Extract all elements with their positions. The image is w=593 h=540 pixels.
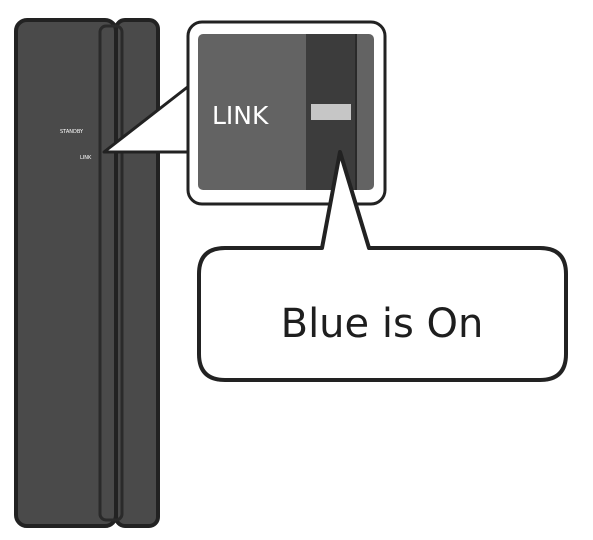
callout-shape — [197, 150, 568, 382]
zoom-panel: LINK — [186, 20, 387, 206]
standby-indicator-label: STANDBY — [60, 129, 84, 135]
callout-text: Blue is On — [281, 301, 484, 347]
link-led — [311, 104, 351, 120]
callout-bubble: Blue is On — [197, 150, 568, 382]
zoom-link-label: LINK — [212, 101, 269, 130]
device: STANDBY LINK — [14, 18, 160, 528]
device-inner-outline — [98, 24, 124, 522]
link-indicator-label: LINK — [80, 155, 92, 161]
